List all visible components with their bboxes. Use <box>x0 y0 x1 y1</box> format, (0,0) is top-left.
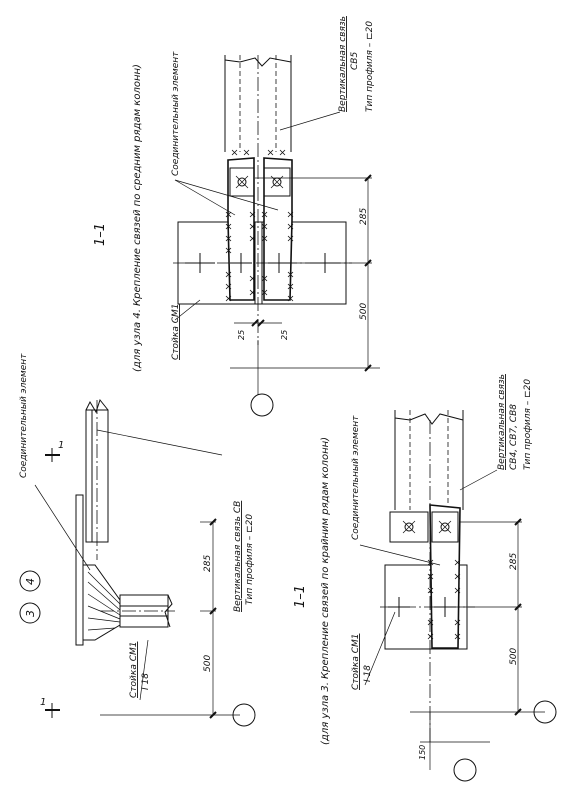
column-stub <box>100 594 175 628</box>
post-label: Стойка СМ1 <box>351 634 361 690</box>
axis-bubble <box>533 700 557 724</box>
section-mark-bottom: 1 <box>40 697 60 718</box>
section-mark-top: 1 <box>45 440 64 462</box>
brace-code: СВ4, СВ7, СВ8 <box>509 404 519 470</box>
dim-150: 150 <box>418 745 427 760</box>
connector-label: Соединительный элемент <box>351 415 361 540</box>
dimension-chain: 285 500 150 <box>410 518 557 782</box>
dimension-chain: 285 500 <box>100 518 256 727</box>
dim-500: 500 <box>509 648 519 665</box>
section-caption: (для узла 4. Крепление связей по средним… <box>132 64 143 372</box>
brace-code: СВ5 <box>350 52 360 70</box>
connector-label: Соединительный элемент <box>171 51 181 176</box>
brace-label: Вертикальная связь <box>497 374 507 470</box>
left-detail: 1 1 3 4 <box>19 353 256 727</box>
connector-label: Соединительный элемент <box>19 353 29 478</box>
post-section: I 18 <box>363 665 373 682</box>
axis-bubble <box>232 703 256 727</box>
dimension-chain: 285 500 25 25 <box>230 174 380 417</box>
dim-500: 500 <box>359 303 369 320</box>
profile-label: Тип профиля – ⊏20 <box>245 514 255 605</box>
dim-285: 285 <box>203 555 213 572</box>
node-marker-4: 4 <box>19 570 41 592</box>
section-mark-label: 1 <box>58 440 64 451</box>
brace-channels <box>224 55 292 152</box>
weld-marks <box>225 149 294 302</box>
dim-25-left: 25 <box>237 330 246 340</box>
node-marker-3: 3 <box>19 602 41 624</box>
brace-label: Вертикальная связь СВ <box>233 501 243 612</box>
gusset-plate <box>82 564 121 641</box>
dim-500: 500 <box>203 655 213 672</box>
axis-bubble <box>453 758 477 782</box>
section-caption: (для узла 3. Крепление связей по крайним… <box>320 437 331 745</box>
connector-plates <box>227 157 293 301</box>
profile-label: Тип профиля – ⊏20 <box>365 21 375 112</box>
axis-bubble <box>250 393 274 417</box>
svg-text:3: 3 <box>24 610 37 617</box>
section-title: 1–1 <box>93 223 108 246</box>
base-plate <box>75 494 84 646</box>
post-label: Стойка СМ1 <box>171 304 181 360</box>
section-mark-label: 1 <box>40 697 46 708</box>
svg-text:4: 4 <box>24 578 37 585</box>
brace-channel <box>85 398 109 560</box>
connector-plate <box>389 504 461 649</box>
dim-285: 285 <box>509 553 519 570</box>
brace-channel <box>394 410 464 510</box>
lower-section: 1–1 (для узла 3. Крепление связей по кра… <box>293 374 557 782</box>
brace-label: Вертикальная связь <box>338 16 348 112</box>
post-label: Стойка СМ1 <box>129 642 139 698</box>
dim-25-right: 25 <box>280 330 289 340</box>
profile-label: Тип профиля – ⊏20 <box>523 379 533 470</box>
dim-285: 285 <box>359 208 369 225</box>
post-section: I 18 <box>141 673 151 690</box>
section-title: 1–1 <box>293 585 308 608</box>
upper-section: 1–1 (для узла 4. Крепление связей по сре… <box>93 16 380 417</box>
